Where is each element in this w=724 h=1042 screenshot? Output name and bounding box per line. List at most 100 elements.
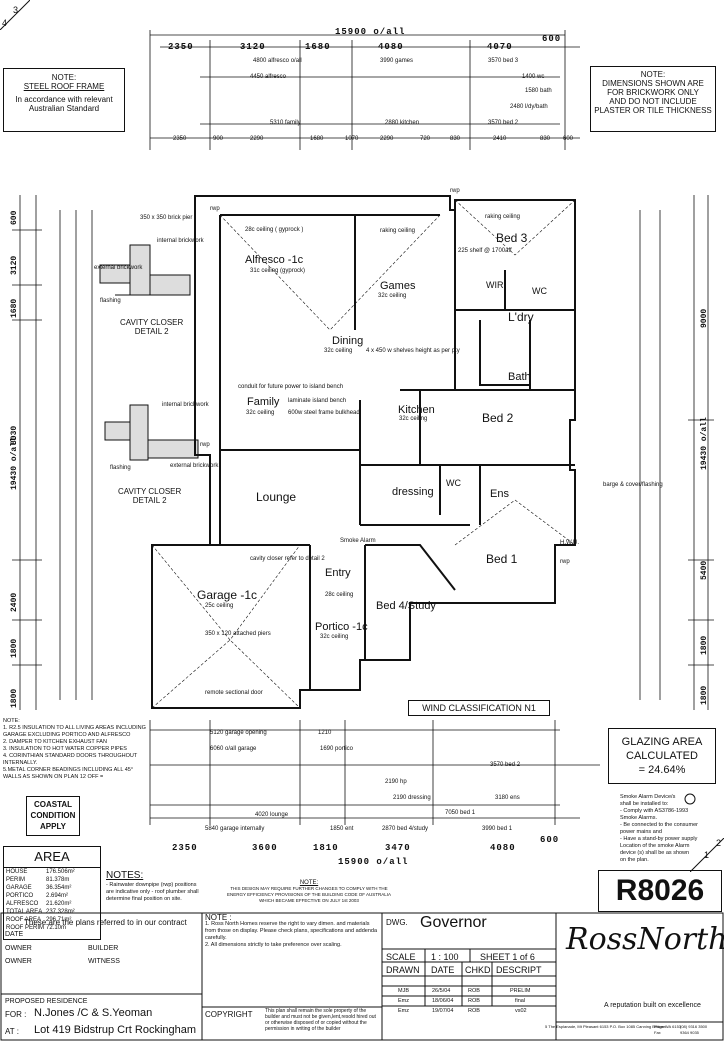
witness-label: WITNESS [88,958,120,965]
top-dim-3: 1680 [305,42,331,52]
bottom-top-dim-5: 1070 [345,136,359,142]
plan-number: R8026 [615,874,705,907]
room-ens: Ens [490,488,509,500]
dim-bed4: 2870 bed 4/study [382,826,429,832]
bottom-top-dim-8: 830 [450,136,461,142]
phone-value: (08) 9316 3500 [680,1024,708,1029]
island-note: laminate island bench [288,398,347,404]
dimensions-note-line3: AND DO NOT INCLUDE [609,97,697,106]
scale-value: 1 : 100 [431,952,459,962]
for-value: N.Jones /C & S.Yeoman [34,1007,153,1019]
dim-bath: 1580 bath [525,88,552,94]
sheet-corner-marker [690,838,724,872]
page-corner-marker: 4 3 [0,0,31,31]
header-drawn: DRAWN [386,965,420,975]
room-family: Family [247,396,280,408]
company-address: 5 The Esplanade, Mt Pleasant 6153 P.O. B… [545,1024,682,1029]
rwp-notes-title: NOTES: [106,870,144,881]
row2-date: 18/06/04 [432,998,454,1004]
dim-ent: 1850 ent [330,826,354,832]
row1-chkd: ROB [468,988,480,994]
bottom-top-dim-10: 830 [540,136,551,142]
raking-ceiling-2: raking ceiling [380,228,416,234]
detail1-brick-pier: 350 x 350 brick pier [140,215,193,221]
remote-door-note: remote sectional door [205,690,263,696]
phone-label: Phone [654,1024,666,1029]
kitchen-ceiling: 32c ceiling [399,416,428,422]
dim-alfresco-oall: 4800 alfresco o/all [253,58,302,64]
dim-garage-oall: 6060 o/all garage [210,746,257,752]
room-bath: Bath [508,371,531,383]
top-dim-5: 4070 [487,42,513,52]
top-dim-1: 2350 [168,42,194,52]
bottom-dim-2: 3600 [252,843,278,853]
smoke-alarm-label: Smoke Alarm [340,538,376,544]
top-overall-dimension: 15900 o/all [335,27,406,37]
sheet-corner-left: 1 [704,850,710,860]
detail1-caption: CAVITY CLOSER DETAIL 2 [120,318,183,336]
steel-roof-note-title: NOTE: [51,73,77,82]
glazing-line3: = 24.64% [638,764,686,776]
dim-bed1-b: 3990 bed 1 [482,826,513,832]
rwp-label-3: rwp [200,442,210,448]
dim-garage-opening: 5120 garage opening [210,730,267,736]
room-bed1: Bed 1 [486,552,518,566]
insulation-note-3: 3. INSULATION TO HOT WATER COPPER PIPES [3,746,127,752]
glazing-line2: CALCULATED [626,750,698,762]
insulation-note-1: 1. R2.5 INSULATION TO ALL LIVING AREAS I… [3,725,146,738]
room-portico: Portico -1c [315,621,368,633]
dim-games: 3990 games [380,58,414,64]
title-note-1: 1. Ross North Homes reserve the right to… [205,921,378,941]
wind-classification-text: WIND CLASSIFICATION N1 [422,703,536,713]
hwu-label: H.W.U. [560,540,579,546]
bottom-dim-1: 2350 [172,843,198,853]
dim-family: 5310 family [270,120,301,126]
dim-bed2: 3570 bed 2 [488,120,519,126]
bottom-dim-4: 3470 [385,843,411,853]
dimensions-note: NOTE: DIMENSIONS SHOWN ARE FOR BRICKWORK… [590,66,716,132]
garage-ceiling: 25c ceiling [205,603,234,609]
room-entry: Entry [325,567,351,579]
smoke-line-8: Location of the smoke Alarm [620,843,690,849]
detail2-subtitle: DETAIL 2 [132,496,167,505]
room-dressing: dressing [392,486,434,498]
top-dim-2: 3120 [240,42,266,52]
piers-note: 350 x 120 attached piers [205,631,271,637]
row3-date: 19/07/04 [432,1008,454,1014]
detail2-external: external brickwork [170,463,219,469]
sheet-value: SHEET 1 of 6 [480,952,535,962]
dim-wc: 1400 wc [522,74,545,80]
row2-drawn: Emz [398,998,409,1004]
room-garage: Garage -1c [197,588,258,602]
title-note-title: NOTE : [205,913,232,922]
dining-ceiling: 32c ceiling [324,348,353,354]
room-lounge: Lounge [256,490,297,504]
owner-label-1: OWNER [5,945,32,952]
row2-descript: final [515,998,526,1004]
company-logo: RossNorth [566,922,724,957]
raking-ceiling-3: raking ceiling [485,214,521,220]
plan-number-box: R8026 [598,870,722,912]
row2-chkd: ROB [468,998,480,1004]
dim-bed2-bottom: 3570 bed 2 [490,762,521,768]
contract-text: These are the plans referred to in our c… [24,918,187,927]
header-chkd: CHKD [465,965,491,975]
steel-roof-note-line1: STEEL ROOF FRAME [23,82,105,91]
rwp-label-4: rwp [560,559,570,565]
smoke-line-5: - Be connected to the consumer [620,822,698,828]
dim-lounge: 4020 lounge [255,812,289,818]
dim-portico: 1690 portico [320,746,354,752]
glazing-area: GLAZING AREA CALCULATED = 24.64% [608,728,716,784]
dim-dressing: 2190 dressing [393,795,431,801]
detail2-internal: internal brickwork [162,402,209,408]
room-ldry: L'dry [508,310,534,324]
detail1-subtitle: DETAIL 2 [134,327,169,336]
energy-note-text: THIS DESIGN MAY REQUIRE FURTHER CHANGES … [226,886,392,903]
room-wc-top: WC [532,286,547,296]
